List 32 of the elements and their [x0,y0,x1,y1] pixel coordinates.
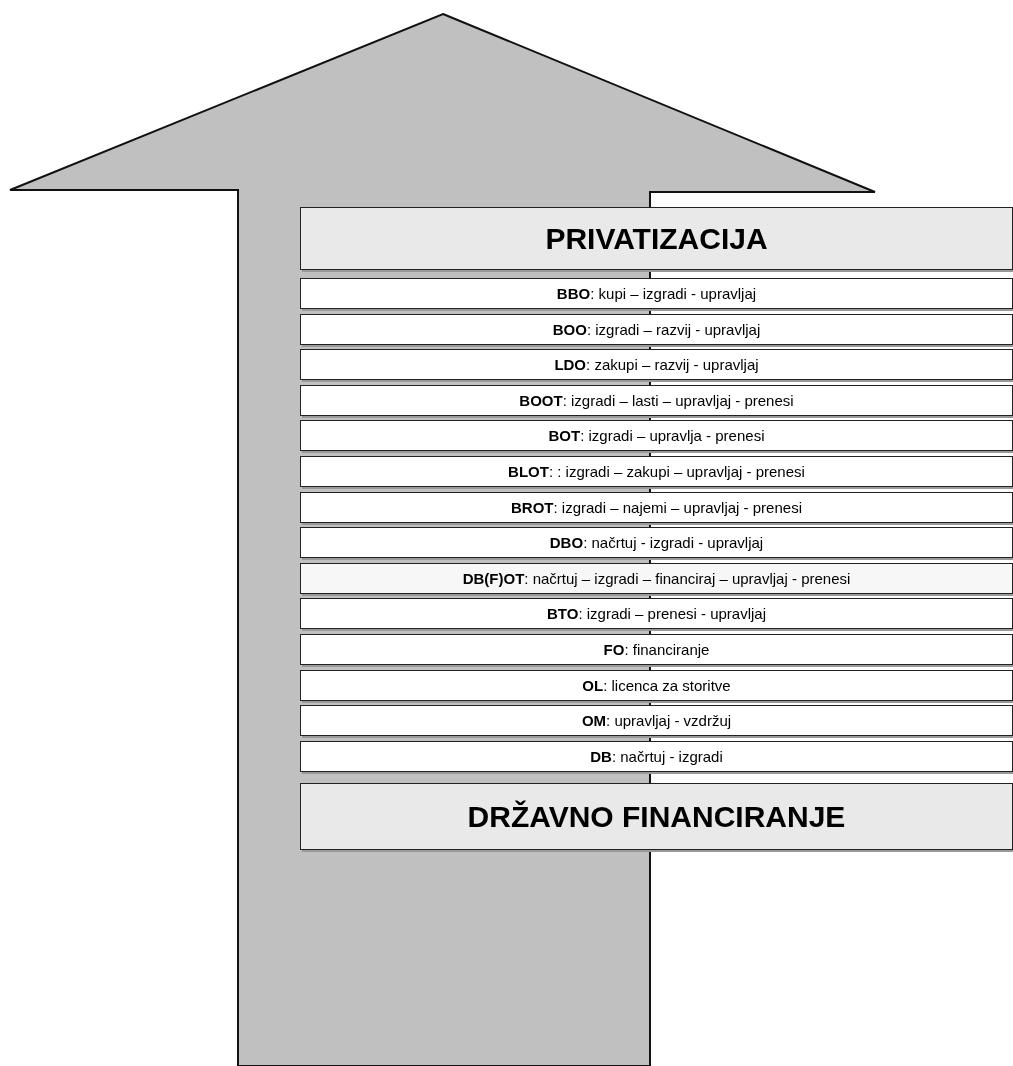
model-row [300,527,1013,559]
model-row [300,491,1013,523]
model-text: BOO: izgradi – razvij - upravljaj [552,320,761,338]
model-row [300,562,1013,594]
model-row [300,420,1013,452]
heading-text: PRIVATIZACIJA [545,221,768,256]
model-row [300,669,1013,701]
model-row [300,384,1013,416]
model-text: BROT: izgradi – najemi – upravljaj - prenesi [511,498,802,516]
model-row [300,456,1013,487]
model-row [300,705,1013,737]
model-text: BOOT: izgradi – lasti – upravljaj - prenesi [519,391,794,409]
heading-text: DRŽAVNO FINANCIRANJE [467,799,846,834]
model-row [300,313,1013,345]
model-text: FO: financiranje [603,641,710,658]
model-row [300,278,1013,309]
model-text: LDO: zakupi – razvij - upravljaj [554,356,759,374]
model-text: DB(F)OT: načrtuj – izgradi – financiraj – upravljaj - prenesi [462,569,851,587]
heading-band [300,207,1013,270]
model-text: BBO: kupi – izgradi - upravljaj [556,285,757,302]
model-text: DB: načrtuj - izgradi [590,747,723,765]
model-text: BTO: izgradi – prenesi - upravljaj [547,605,766,623]
model-row [300,349,1013,381]
model-text: BOT: izgradi – upravlja - prenesi [548,427,765,445]
model-row [300,598,1013,630]
model-text: BLOT: : izgradi – zakupi – upravljaj - prenesi [508,463,805,480]
model-text: OM: upravljaj - vzdržuj [581,712,732,730]
heading-band [300,783,1013,850]
model-text: DBO: načrtuj - izgradi - upravljaj [549,534,764,552]
model-row [300,740,1013,772]
model-text: OL: licenca za storitve [582,676,731,694]
model-row [300,634,1013,665]
